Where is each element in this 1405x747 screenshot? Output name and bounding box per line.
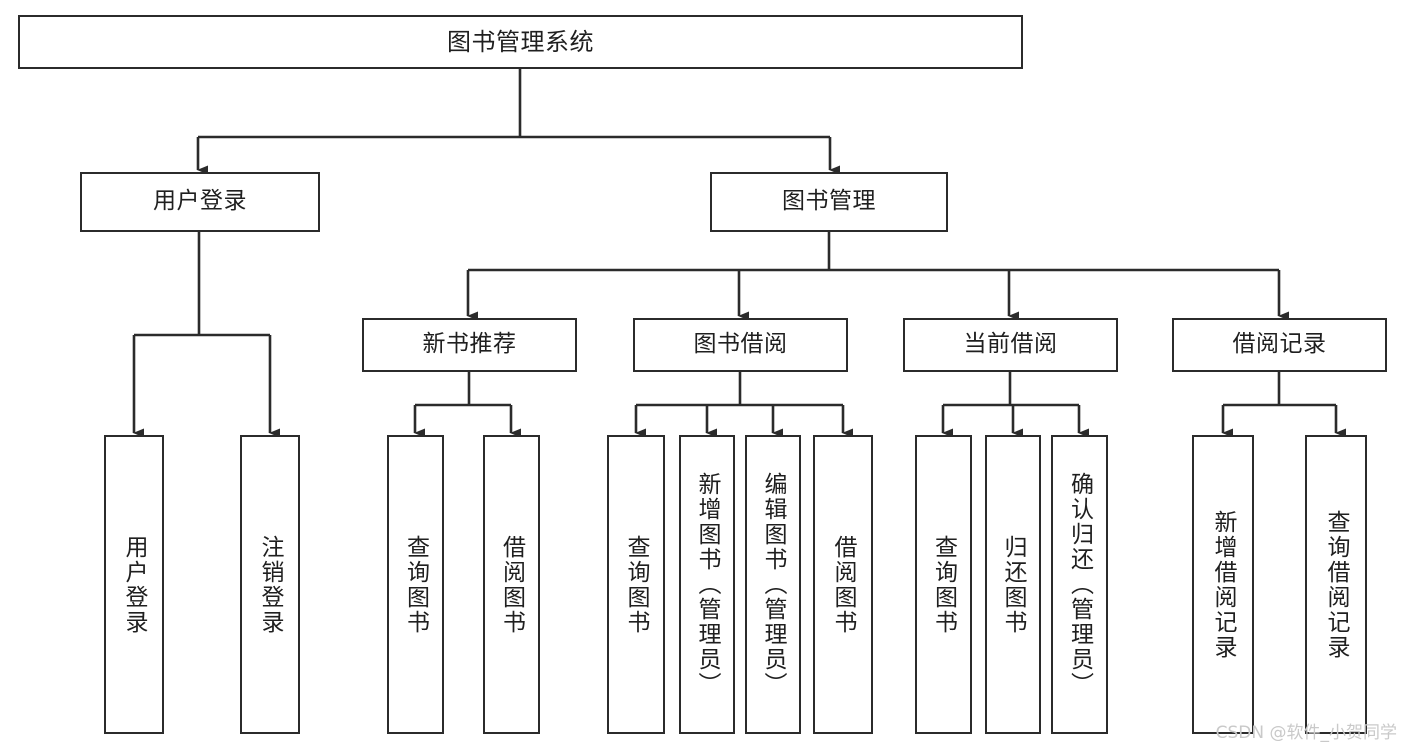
node-new-book-recommend-label: 新书推荐	[422, 331, 517, 358]
node-leaf-confirm-return[interactable]: 确认归还（管理员）	[1051, 435, 1108, 734]
node-leaf-borrow-book-2[interactable]: 借阅图书	[813, 435, 873, 734]
node-leaf-user-login[interactable]: 用户登录	[104, 435, 164, 734]
node-leaf-query-book-2[interactable]: 查询图书	[607, 435, 665, 734]
node-leaf-add-record-label: 新增借阅记录	[1210, 509, 1237, 660]
node-leaf-user-login-label: 用户登录	[121, 534, 148, 635]
node-leaf-confirm-return-label: 确认归还（管理员）	[1066, 472, 1093, 697]
node-book-manage[interactable]: 图书管理	[710, 172, 948, 232]
node-root[interactable]: 图书管理系统	[18, 15, 1023, 69]
node-current-borrow-label: 当前借阅	[963, 331, 1058, 358]
node-leaf-edit-book-label: 编辑图书（管理员）	[760, 472, 787, 697]
node-leaf-logout-label: 注销登录	[257, 534, 284, 635]
node-book-borrow-label: 图书借阅	[693, 331, 788, 358]
node-leaf-add-record[interactable]: 新增借阅记录	[1192, 435, 1254, 734]
node-leaf-logout[interactable]: 注销登录	[240, 435, 300, 734]
node-leaf-query-book-1-label: 查询图书	[402, 534, 429, 635]
node-leaf-borrow-book-2-label: 借阅图书	[830, 534, 857, 635]
node-root-label: 图书管理系统	[447, 27, 594, 56]
connector-lines	[132, 69, 1346, 438]
node-leaf-query-book-3-label: 查询图书	[930, 534, 957, 635]
node-leaf-query-book-3[interactable]: 查询图书	[915, 435, 972, 734]
node-borrow-record[interactable]: 借阅记录	[1172, 318, 1387, 372]
node-user-login[interactable]: 用户登录	[80, 172, 320, 232]
node-leaf-add-book-label: 新增图书（管理员）	[694, 472, 721, 697]
node-book-borrow[interactable]: 图书借阅	[633, 318, 848, 372]
node-leaf-query-book-1[interactable]: 查询图书	[387, 435, 444, 734]
node-leaf-edit-book[interactable]: 编辑图书（管理员）	[745, 435, 801, 734]
node-leaf-query-record[interactable]: 查询借阅记录	[1305, 435, 1367, 734]
watermark-text: CSDN @软件_小贺同学	[1215, 723, 1397, 743]
node-leaf-borrow-book-1-label: 借阅图书	[498, 534, 525, 635]
node-user-login-label: 用户登录	[153, 188, 247, 215]
node-current-borrow[interactable]: 当前借阅	[903, 318, 1118, 372]
node-borrow-record-label: 借阅记录	[1232, 331, 1327, 358]
node-new-book-recommend[interactable]: 新书推荐	[362, 318, 577, 372]
node-book-manage-label: 图书管理	[782, 188, 876, 215]
node-leaf-query-record-label: 查询借阅记录	[1323, 509, 1350, 660]
node-leaf-add-book[interactable]: 新增图书（管理员）	[679, 435, 735, 734]
node-leaf-return-book-label: 归还图书	[1000, 534, 1027, 635]
node-leaf-query-book-2-label: 查询图书	[623, 534, 650, 635]
node-leaf-borrow-book-1[interactable]: 借阅图书	[483, 435, 540, 734]
node-leaf-return-book[interactable]: 归还图书	[985, 435, 1041, 734]
